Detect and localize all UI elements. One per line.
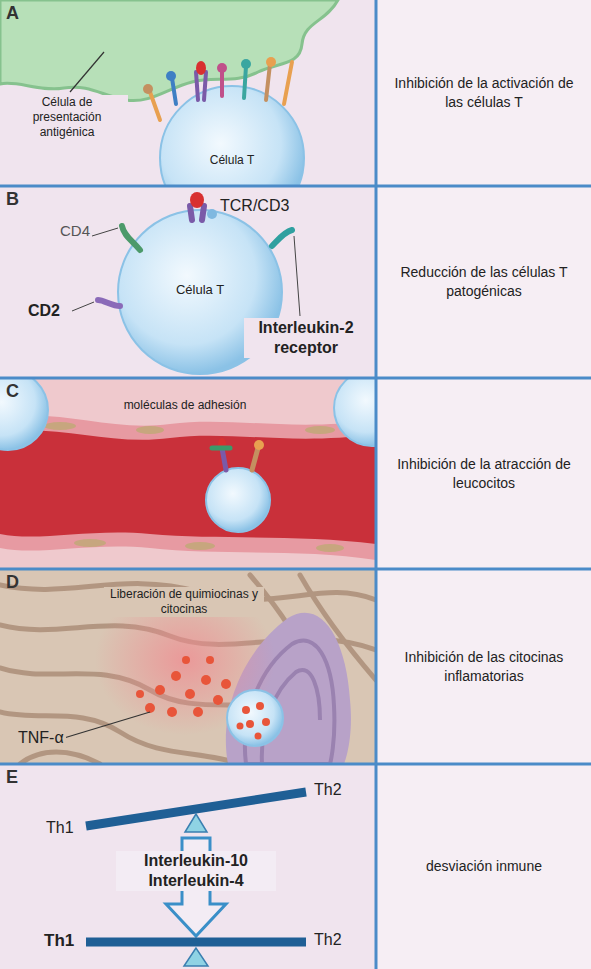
label-slot: CD4 — [58, 222, 98, 241]
leader-line — [294, 236, 300, 316]
illustration-label: CD2 — [26, 301, 62, 321]
label-slot: Th2 — [312, 930, 352, 950]
illustration-label: Célula T — [174, 282, 226, 298]
antigen-presentation-art — [0, 0, 338, 186]
illustration-label: TCR/CD3 — [218, 196, 291, 216]
label-slot: Interleukin-2 receptor — [244, 318, 368, 358]
label-slot: Th1 — [42, 930, 82, 951]
illustration-label: Interleukin-10 Interleukin-4 — [116, 851, 276, 891]
mechanism-cell: Inhibición de la activación de las célul… — [377, 0, 591, 186]
label-slot: moléculas de adhesión — [92, 395, 278, 413]
illustration-label: TNF-α — [16, 728, 66, 748]
label-slot: Liberación de quimiocinas y citocinas — [104, 587, 264, 617]
label-slot: Célula T — [182, 150, 282, 168]
leader-line — [92, 228, 118, 236]
panel-letter: B — [0, 186, 19, 210]
illustration-label: Th2 — [312, 930, 344, 950]
label-slot: Célula de presentación antigénica — [6, 95, 128, 140]
label-slot: Th1 — [44, 818, 84, 838]
mechanism-caption: Inhibición de la atracción de leucocitos — [386, 455, 582, 493]
label-slot: TNF-α — [16, 728, 86, 748]
mechanism-caption: desviación inmune — [426, 857, 542, 876]
mechanism-caption: Inhibición de las citocinas inflamatoria… — [386, 648, 582, 686]
panel-letter: E — [0, 764, 18, 788]
illustration-label: Célula de presentación antigénica — [6, 95, 128, 140]
illustration-label: Th1 — [44, 818, 76, 838]
illustration-label: Interleukin-2 receptor — [244, 318, 368, 358]
leader-line — [70, 52, 104, 92]
illustration-label: Th1 — [42, 930, 76, 951]
label-slot: CD2 — [26, 301, 76, 321]
panel-letter: D — [0, 569, 19, 593]
label-slot: Th2 — [312, 780, 352, 800]
leader-line — [64, 712, 150, 738]
label-slot: Célula T — [150, 280, 250, 298]
mechanism-cell: Reducción de las células T patogénicas — [377, 186, 591, 378]
mechanism-caption: Reducción de las células T patogénicas — [386, 263, 582, 301]
label-slot: Interleukin-10 Interleukin-4 — [116, 851, 276, 891]
leader-line — [72, 302, 94, 311]
illustration-label: Liberación de quimiocinas y citocinas — [104, 587, 264, 617]
label-slot: TCR/CD3 — [218, 196, 314, 216]
panel-letter: C — [0, 378, 19, 402]
illustration-label: Th2 — [312, 780, 344, 800]
mechanism-caption: Inhibición de la activación de las célul… — [386, 74, 582, 112]
panel-letter: A — [0, 0, 19, 24]
illustration-label: Célula T — [208, 153, 256, 168]
mechanism-cell: Inhibición de la atracción de leucocitos — [377, 378, 591, 569]
mechanism-cell: Inhibición de las citocinas inflamatoria… — [377, 569, 591, 764]
illustration-panel: A — [0, 0, 376, 186]
tissue-art — [0, 575, 376, 764]
illustration-label: moléculas de adhesión — [122, 398, 249, 413]
blood-vessel-art — [0, 378, 376, 560]
mechanism-cell: desviación inmune — [377, 764, 591, 969]
immune-balance-art — [86, 792, 306, 966]
illustration-label: CD4 — [58, 222, 92, 241]
